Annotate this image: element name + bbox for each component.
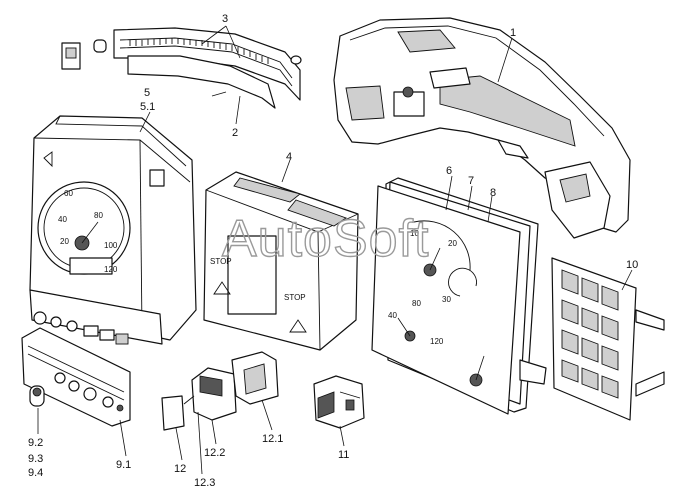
gauge-tick-10: 10 [410, 229, 419, 238]
speedo-tick-120: 120 [104, 265, 118, 274]
gauge-tick-30: 30 [442, 295, 451, 304]
callout-5-1: 5.1 [140, 101, 155, 113]
speedo-tick-80: 80 [94, 211, 103, 220]
side-clip [149, 169, 165, 187]
callout-1: 1 [510, 27, 516, 39]
gauge-tick-20: 20 [448, 239, 457, 248]
speedometer-dial: 20 40 60 80 100 120 [37, 181, 131, 275]
part-12-switch-parts [161, 351, 279, 431]
display-window [227, 235, 277, 315]
callout-12: 12 [174, 463, 186, 475]
callout-4: 4 [286, 151, 292, 163]
callout-7: 7 [468, 175, 474, 187]
odometer-window [69, 257, 113, 275]
speedo-tick-40: 40 [58, 215, 67, 224]
part-9-1-switch-panel [21, 327, 131, 427]
callout-11: 11 [338, 449, 349, 461]
layer-6 [371, 185, 521, 415]
part-6-7-8-gauge-panel: 10 20 30 40 80 120 [371, 177, 547, 415]
leader-lines [37, 25, 633, 475]
callout-12-3: 12.3 [194, 477, 215, 489]
part-10-grille-frame [551, 257, 665, 421]
speedo-tick-60: 60 [64, 189, 73, 198]
callout-12-2: 12.2 [204, 447, 225, 459]
top-grille-left [233, 177, 301, 203]
clip-right [290, 55, 302, 65]
vent-right [439, 75, 576, 147]
callout-10: 10 [626, 259, 638, 271]
warning-triangle-icon-2 [289, 319, 307, 333]
callout-9-1: 9.1 [116, 459, 131, 471]
gauge-tick-80: 80 [412, 299, 421, 308]
callout-6: 6 [446, 165, 452, 177]
vent-left [345, 85, 385, 121]
part-4-display-module: STOP STOP [203, 171, 359, 351]
callout-2: 2 [232, 127, 238, 139]
callout-12-1: 12.1 [262, 433, 283, 445]
part-12-cap [161, 395, 185, 431]
callout-labels: 3 2 1 5 5.1 4 6 7 8 10 9.2 9.3 9.4 9.1 1… [28, 13, 638, 489]
part-5-instrument-cluster: 20 40 60 80 100 120 [29, 115, 197, 345]
gauge-tick-40: 40 [388, 311, 397, 320]
top-grille-right [287, 199, 347, 227]
stop-label-2: STOP [284, 293, 306, 302]
callout-9-2: 9.2 [28, 437, 43, 449]
stop-label-1: STOP [210, 257, 232, 266]
part-3-scale-strips [61, 27, 302, 109]
speedo-tick-20: 20 [60, 237, 69, 246]
cluster-base [29, 289, 163, 345]
callout-9-4: 9.4 [28, 467, 43, 479]
warning-triangle-icon [213, 281, 231, 295]
callout-9-3: 9.3 [28, 453, 43, 465]
callout-8: 8 [490, 187, 496, 199]
part-1-dashboard-housing [333, 17, 631, 239]
speedo-tick-100: 100 [104, 241, 118, 250]
callout-3: 3 [222, 13, 228, 25]
watermark-text: AutoSoft [222, 210, 429, 268]
scale-tick-marks [129, 38, 269, 64]
grille-cells [561, 269, 619, 399]
vent-upper [397, 29, 456, 53]
gauge-tick-120: 120 [430, 337, 444, 346]
callout-5: 5 [144, 87, 150, 99]
knob-small [93, 39, 107, 53]
part-11-rocker-switch [313, 375, 365, 429]
